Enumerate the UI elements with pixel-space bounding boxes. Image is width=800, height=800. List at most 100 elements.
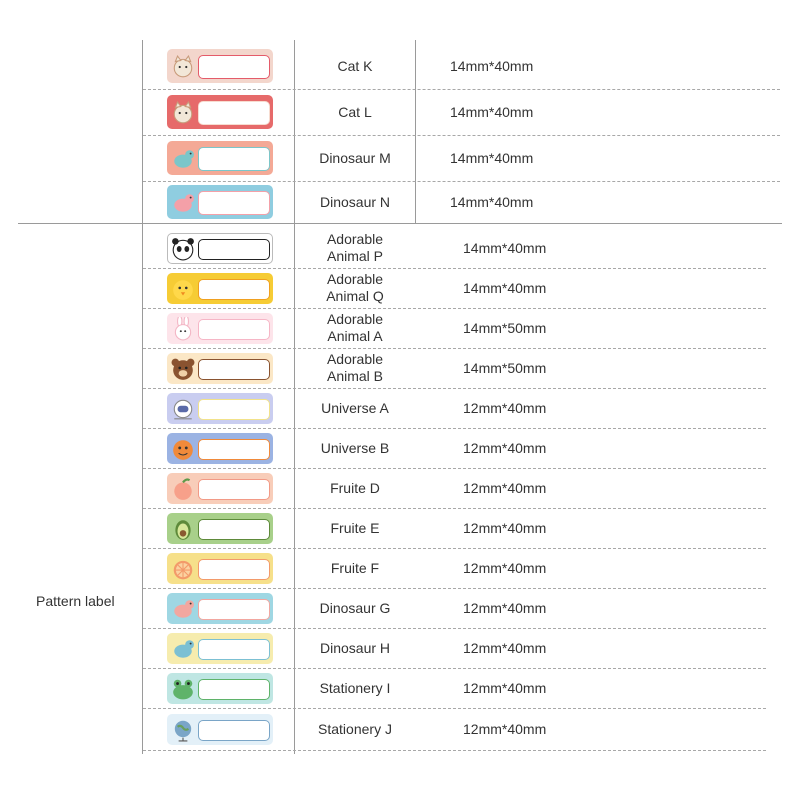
label-thumbnail (167, 472, 273, 504)
label-name-line: Adorable (326, 231, 384, 247)
label-thumbnail (167, 672, 273, 704)
row-separator (143, 468, 766, 469)
label-thumbnail (167, 552, 273, 584)
write-in-area (198, 598, 270, 620)
label-thumbnail (167, 432, 273, 464)
label-name-line: Stationery J (318, 720, 392, 737)
astronaut-icon (173, 399, 193, 420)
write-in-area (198, 638, 270, 660)
label-size: 12mm*40mm (463, 519, 547, 536)
label-size: 12mm*40mm (463, 599, 547, 616)
write-in-area (198, 678, 270, 700)
row-separator (143, 668, 766, 669)
label-name: Fruite D (295, 480, 415, 497)
write-in-area (198, 55, 270, 79)
label-name-line: Dinosaur M (319, 149, 391, 166)
label-name: Fruite E (295, 520, 415, 537)
write-in-area (198, 101, 270, 125)
label-size: 12mm*40mm (463, 720, 547, 737)
label-thumbnail (167, 185, 273, 219)
planet-icon (173, 440, 193, 460)
avocado-icon (175, 520, 191, 540)
label-size: 14mm*50mm (463, 319, 547, 336)
row-separator (143, 89, 780, 90)
label-name-line: Cat K (337, 57, 373, 74)
label-name-line: Dinosaur N (319, 193, 391, 210)
label-name-line: Adorable (326, 271, 384, 287)
write-in-area (198, 278, 270, 300)
label-name-line: Animal Q (326, 288, 384, 304)
label-name-line: Animal P (326, 248, 384, 264)
label-name: Cat L (295, 104, 415, 121)
chick-icon (173, 280, 193, 300)
write-in-area (198, 318, 270, 340)
frog-icon (173, 679, 193, 700)
globe-icon (174, 720, 192, 742)
column-divider (415, 40, 416, 223)
label-size: 12mm*40mm (463, 479, 547, 496)
section-divider (18, 223, 782, 224)
label-thumbnail (167, 352, 273, 384)
label-thumbnail (167, 272, 273, 304)
label-name: Fruite F (295, 560, 415, 577)
table-left-border (142, 40, 143, 754)
cat-icon (173, 101, 193, 124)
label-name-line: Dinosaur G (319, 599, 391, 616)
label-size: 14mm*50mm (463, 359, 547, 376)
label-size: 14mm*40mm (450, 57, 534, 74)
write-in-area (198, 238, 270, 260)
label-name-line: Adorable (326, 311, 384, 327)
label-size: 12mm*40mm (463, 439, 547, 456)
write-in-area (198, 398, 270, 420)
write-in-area (198, 478, 270, 500)
label-size: 12mm*40mm (463, 399, 547, 416)
write-in-area (198, 558, 270, 580)
label-thumbnail (167, 312, 273, 344)
label-name-line: Cat L (338, 103, 372, 120)
row-separator (143, 181, 780, 182)
label-size: 14mm*40mm (450, 149, 534, 166)
label-name-line: Universe A (321, 399, 389, 416)
label-name-line: Dinosaur H (319, 639, 391, 656)
write-in-area (198, 719, 270, 741)
bear-icon (171, 358, 195, 380)
row-separator (143, 548, 766, 549)
label-size: 12mm*40mm (463, 679, 547, 696)
write-in-area (198, 191, 270, 215)
label-size: 12mm*40mm (463, 639, 547, 656)
label-name: Dinosaur H (295, 640, 415, 657)
row-separator (143, 708, 766, 709)
row-separator (143, 750, 766, 751)
row-separator (143, 135, 780, 136)
rabbit-icon (174, 317, 192, 341)
panda-icon (172, 238, 194, 261)
row-separator (143, 268, 766, 269)
row-separator (143, 628, 766, 629)
label-name: Stationery J (295, 721, 415, 738)
peach-icon (174, 478, 192, 500)
label-thumbnail (167, 232, 273, 264)
label-name-line: Universe B (320, 439, 390, 456)
citrus-icon (173, 560, 193, 580)
label-name-line: Animal A (327, 328, 383, 344)
column-divider (294, 40, 295, 754)
row-separator (143, 308, 766, 309)
label-name-line: Fruite D (330, 479, 380, 496)
label-size: 12mm*40mm (463, 559, 547, 576)
label-name: Universe A (295, 400, 415, 417)
label-thumbnail (167, 592, 273, 624)
label-name: Dinosaur M (295, 150, 415, 167)
label-size: 14mm*40mm (463, 279, 547, 296)
row-separator (143, 508, 766, 509)
label-thumbnail (167, 512, 273, 544)
label-name-line: Animal B (326, 368, 384, 384)
dinosaur-icon (174, 194, 194, 212)
row-separator (143, 428, 766, 429)
label-name-line: Fruite F (330, 559, 380, 576)
dinosaur-icon (174, 600, 194, 618)
write-in-area (198, 358, 270, 380)
label-name: Universe B (295, 440, 415, 457)
